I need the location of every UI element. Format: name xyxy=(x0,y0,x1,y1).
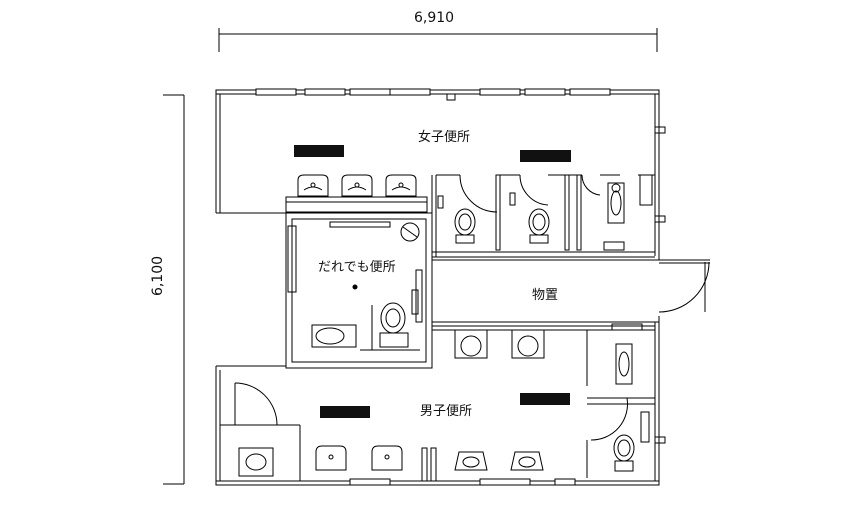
storage-room-label: 物置 xyxy=(532,288,559,303)
womens-counter xyxy=(285,196,428,213)
womens-sign-block xyxy=(294,145,344,157)
universal-room-label: だれでも便所 xyxy=(318,260,396,275)
mens-sign-block-2 xyxy=(520,393,570,405)
width-dimension-label: 6,910 xyxy=(414,10,455,26)
height-dimension-line xyxy=(163,94,185,485)
womens-sinks xyxy=(297,174,417,197)
mens-fixtures xyxy=(238,329,635,477)
width-dimension-line xyxy=(218,28,658,52)
universal-fixtures xyxy=(311,222,420,351)
womens-room-walls xyxy=(215,88,666,260)
womens-room-label: 女子便所 xyxy=(418,130,471,145)
storage-walls xyxy=(432,259,710,323)
womens-sign-block-2 xyxy=(520,150,571,162)
mens-sign-block xyxy=(320,406,370,418)
height-dimension-label: 6,100 xyxy=(150,255,167,297)
mens-room-label: 男子便所 xyxy=(420,404,473,419)
womens-stalls xyxy=(431,174,655,258)
universal-room-walls xyxy=(285,212,433,369)
